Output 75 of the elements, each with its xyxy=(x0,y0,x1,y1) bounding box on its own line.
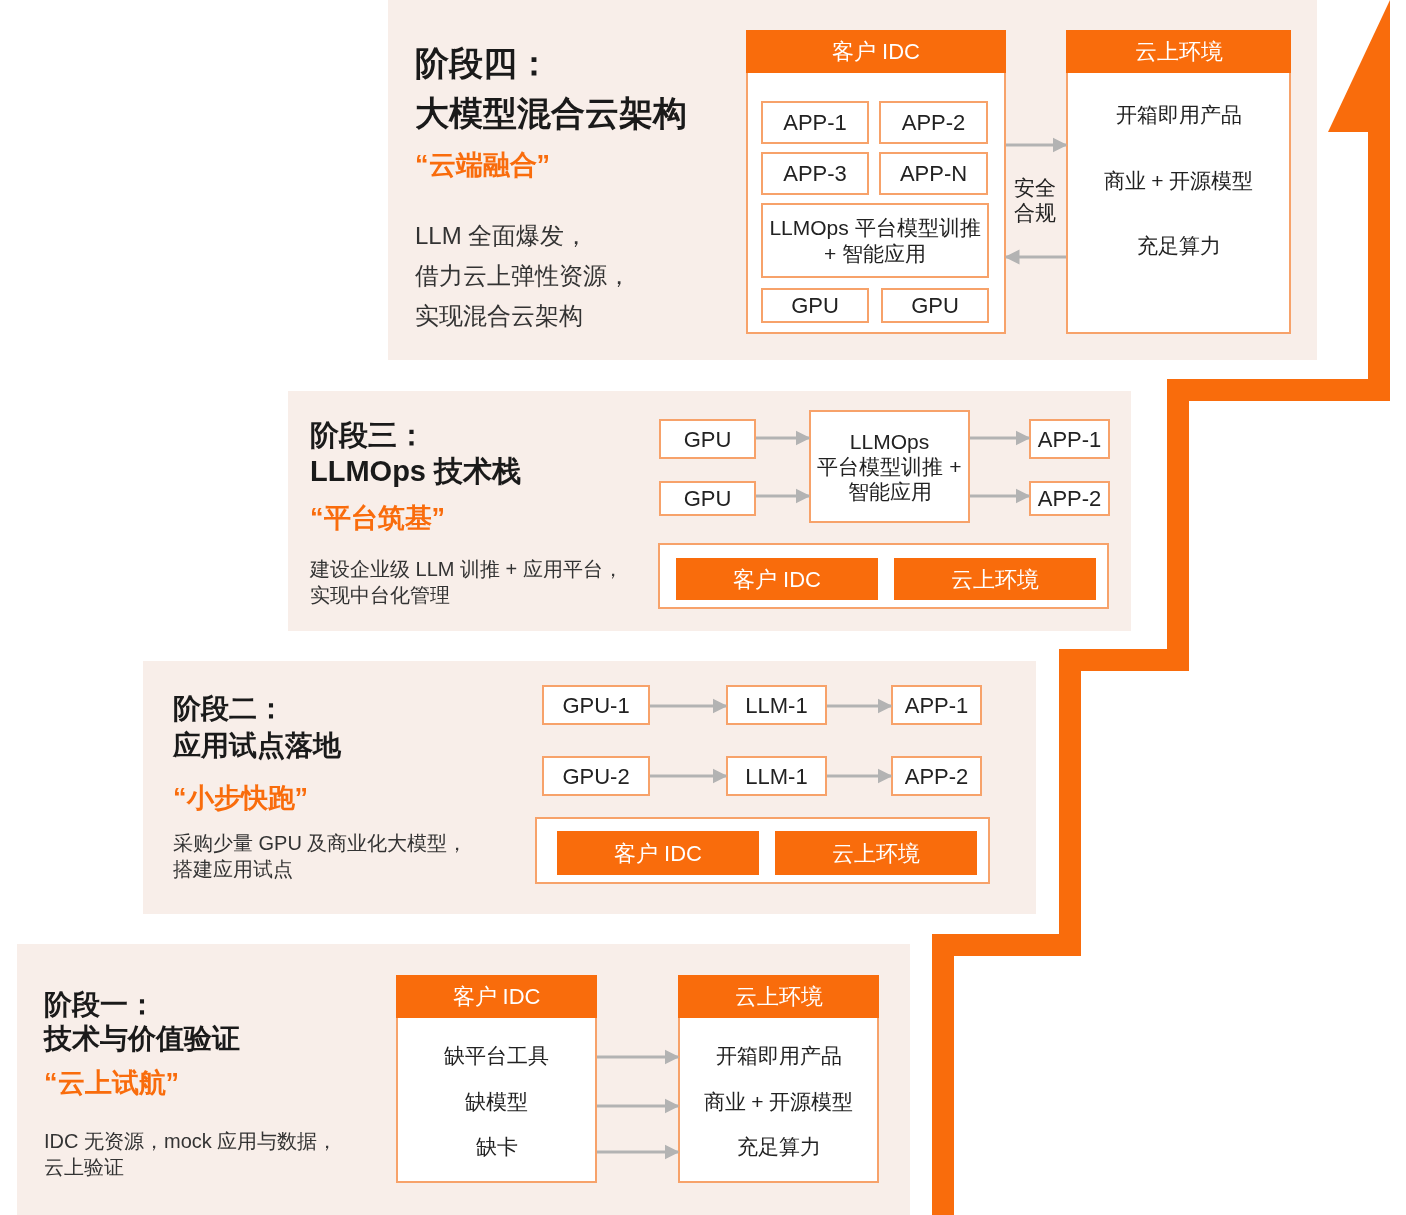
environment-group-box xyxy=(535,817,990,884)
arrow xyxy=(650,698,728,714)
environment-card xyxy=(396,975,597,1183)
stage-slogan: “云端融合” xyxy=(415,149,550,182)
card-item: 缺卡 xyxy=(475,1134,518,1160)
arrow xyxy=(1006,137,1068,153)
stage-description: IDC 无资源，mock 应用与数据，云上验证 xyxy=(44,1129,339,1180)
component-box: GPU-1 xyxy=(542,685,650,725)
stage-description: LLM 全面爆发，借力云上弹性资源，实现混合云架构 xyxy=(415,221,632,331)
card-item: 开箱即用产品 xyxy=(715,1043,842,1069)
arrow xyxy=(756,488,811,504)
stage-heading: 应用试点落地 xyxy=(173,729,341,763)
component-box: APP-3 xyxy=(761,152,869,195)
card-item: 开箱即用产品 xyxy=(1115,102,1242,128)
arrow xyxy=(597,1049,680,1065)
stage-heading: 大模型混合云架构 xyxy=(415,93,687,134)
stage-slogan: “平台筑基” xyxy=(310,502,445,535)
component-box: APP-N xyxy=(879,152,988,195)
arrow xyxy=(597,1098,680,1114)
stage-heading: LLMOps 技术栈 xyxy=(310,454,522,489)
card-item: 商业 + 开源模型 xyxy=(1103,167,1254,194)
card-header: 云上环境 xyxy=(1066,30,1291,73)
stage-panel xyxy=(143,661,1036,914)
arrow xyxy=(827,698,893,714)
component-box: APP-2 xyxy=(891,756,982,796)
component-box: APP-1 xyxy=(1029,419,1110,459)
stage-heading: 阶段三： xyxy=(310,418,426,453)
component-box: GPU xyxy=(761,288,869,323)
component-box: LLMOps 平台模型训推 + 智能应用 xyxy=(809,410,970,523)
environment-bar: 云上环境 xyxy=(894,558,1096,600)
card-header: 云上环境 xyxy=(678,975,879,1018)
stage-slogan: “云上试航” xyxy=(44,1067,179,1100)
stage-panel xyxy=(17,944,910,1215)
arrow xyxy=(756,430,811,446)
stage-panel xyxy=(388,0,1317,360)
environment-card xyxy=(1066,30,1291,334)
card-header: 客户 IDC xyxy=(396,975,597,1018)
stage-panel xyxy=(288,391,1131,631)
environment-group-box xyxy=(658,543,1109,609)
card-item: 充足算力 xyxy=(1136,233,1221,259)
component-box: GPU xyxy=(881,288,989,323)
compliance-note: 安全合规 xyxy=(1013,175,1057,226)
stage-description: 建设企业级 LLM 训推 + 应用平台，实现中台化管理 xyxy=(310,557,624,608)
arrow xyxy=(970,488,1031,504)
environment-bar: 客户 IDC xyxy=(676,558,878,600)
card-item: 商业 + 开源模型 xyxy=(703,1088,854,1115)
component-box: GPU-2 xyxy=(542,756,650,796)
component-box: LLM-1 xyxy=(726,685,827,725)
component-box: APP-1 xyxy=(891,685,982,725)
component-box: GPU xyxy=(659,419,756,459)
environment-bar: 云上环境 xyxy=(775,831,977,875)
stage-heading: 阶段四： xyxy=(415,43,551,84)
stage-heading: 阶段二： xyxy=(173,692,285,726)
arrow xyxy=(970,430,1031,446)
environment-bar: 客户 IDC xyxy=(557,831,759,875)
stage-heading: 技术与价值验证 xyxy=(44,1022,240,1056)
arrow xyxy=(597,1144,680,1160)
component-box: APP-2 xyxy=(879,101,988,144)
environment-card xyxy=(678,975,879,1183)
card-item: 缺模型 xyxy=(465,1088,528,1115)
component-box: APP-1 xyxy=(761,101,869,144)
arrow xyxy=(650,768,728,784)
card-item: 缺平台工具 xyxy=(444,1043,549,1069)
component-box: LLMOps 平台模型训推 + 智能应用 xyxy=(761,203,989,278)
arrow xyxy=(1004,249,1066,265)
card-item: 充足算力 xyxy=(736,1134,821,1160)
component-box: LLM-1 xyxy=(726,756,827,796)
environment-card xyxy=(746,30,1006,334)
stage-heading: 阶段一： xyxy=(44,988,156,1022)
component-box: GPU xyxy=(659,481,756,516)
component-box: APP-2 xyxy=(1029,481,1110,516)
card-header: 客户 IDC xyxy=(746,30,1006,73)
stage-description: 采购少量 GPU 及商业化大模型，搭建应用试点 xyxy=(173,831,469,882)
stage-slogan: “小步快跑” xyxy=(173,782,308,815)
arrow xyxy=(827,768,893,784)
